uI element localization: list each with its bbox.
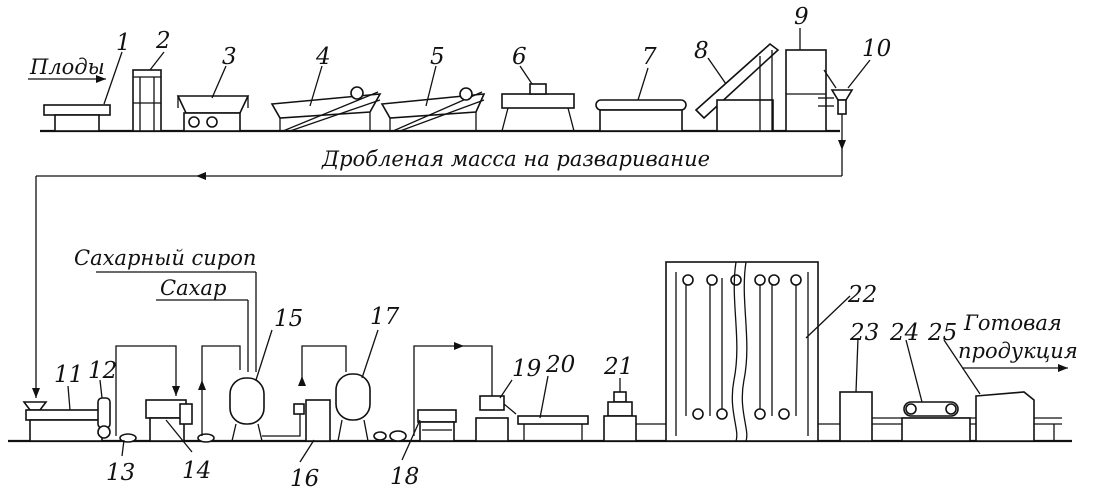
pipe-14-15-arrowhead (198, 380, 206, 390)
num-6: 6 (512, 44, 527, 70)
equipment-11-boiler (22, 401, 107, 442)
equipment-9-crusher (785, 49, 827, 132)
equipment-12-pump (97, 397, 111, 439)
num-9: 9 (794, 4, 809, 30)
num-24: 24 (889, 320, 919, 346)
equipment-16-collector (293, 399, 331, 442)
sugar-syrup-label: Сахарный сироп (74, 246, 256, 270)
num-18: 18 (390, 464, 419, 490)
equipment-5-conveyor-washer (380, 87, 486, 132)
num-14: 14 (182, 458, 211, 484)
leader-lines (67, 28, 981, 463)
num-11: 11 (54, 362, 83, 388)
num-13: 13 (106, 460, 135, 486)
bottom-production-line: Сахарный сироп Сахар (8, 246, 1078, 443)
equipment-18-filling-machine (417, 409, 457, 442)
finished-product-arrowhead (1058, 364, 1068, 372)
equipment-1-receiving-table (43, 104, 111, 132)
num-25: 25 (927, 320, 957, 346)
num-19: 19 (512, 356, 541, 382)
sugar-label: Сахар (160, 276, 226, 300)
equipment-7-conveyor (595, 99, 687, 132)
num-16: 16 (290, 466, 319, 492)
equipment-10-crusher (818, 69, 854, 115)
pipe-12-to-14 (115, 345, 177, 436)
equipment-25-packaging-machine (975, 391, 1035, 442)
num-12: 12 (88, 358, 117, 384)
num-1: 1 (116, 30, 131, 56)
num-20: 20 (545, 352, 575, 378)
pipe-12-14-arrowhead (172, 386, 180, 396)
equipment-8-inclined-elevator (694, 42, 780, 132)
num-17: 17 (370, 304, 400, 330)
num-23: 23 (849, 320, 879, 346)
pipe-16-17-arrowhead (298, 376, 306, 386)
equipment-17-vacuum-apparatus (335, 373, 407, 442)
crushed-mass-label: Дробленая масса на разваривание (321, 147, 710, 171)
equipment-numbers: 1 2 3 4 5 6 7 8 9 10 11 12 13 14 15 16 1… (54, 4, 957, 492)
crushed-mass-arrowhead-2 (196, 172, 206, 180)
equipment-20-conveyor (517, 415, 589, 441)
equipment-13-pump (119, 433, 137, 443)
num-3: 3 (222, 44, 237, 70)
num-7: 7 (642, 44, 657, 70)
num-4: 4 (315, 44, 331, 70)
equipment-22-sterilizer (665, 261, 819, 442)
fruits-arrowhead (96, 75, 106, 83)
equipment-14-wiping-machine (145, 399, 215, 443)
pipe-18-to-19 (413, 345, 493, 436)
num-22: 22 (847, 282, 877, 308)
equipment-2-frame (132, 69, 162, 132)
pipe-16-to-17 (301, 345, 347, 386)
top-production-line: Плоды (28, 42, 854, 398)
crushed-mass-arrowhead-3 (32, 388, 40, 398)
num-10: 10 (862, 36, 891, 62)
equipment-19-seaming-machine (475, 395, 517, 442)
crushed-mass-arrowhead-1 (838, 140, 846, 150)
finished-product-label-1: Готовая (963, 311, 1062, 335)
num-5: 5 (430, 44, 445, 70)
finished-product-label-2: продукция (958, 339, 1078, 363)
fruits-label: Плоды (29, 55, 105, 79)
equipment-21-capping-machine (603, 391, 637, 442)
equipment-24-labeling-machine (901, 401, 971, 442)
pipe-14-to-15 (201, 345, 241, 436)
num-15: 15 (274, 306, 303, 332)
equipment-6-inspection-table (501, 83, 575, 132)
num-21: 21 (603, 354, 633, 380)
num-8: 8 (694, 38, 709, 64)
equipment-4-conveyor-washer (270, 86, 382, 132)
equipment-23-dryer (839, 391, 873, 442)
equipment-15-vacuum-apparatus (229, 377, 301, 442)
pipe-18-19-arrowhead (454, 342, 464, 350)
num-2: 2 (155, 28, 171, 54)
equipment-3-washing-machine (176, 95, 250, 132)
